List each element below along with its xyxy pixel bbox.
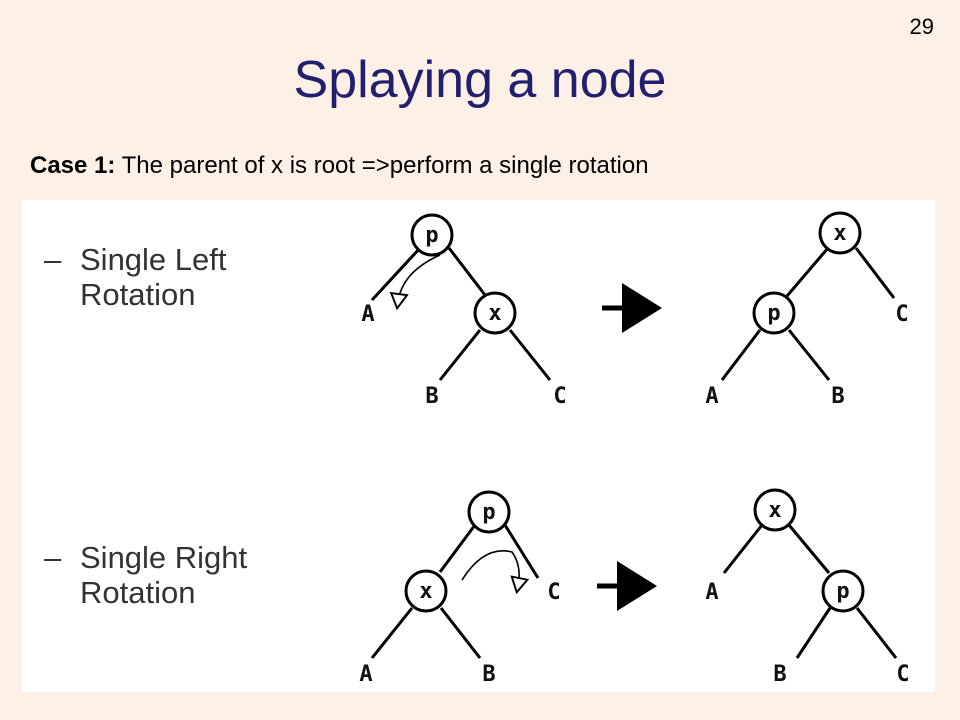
bullet-line-1: Single Right xyxy=(80,540,248,575)
tree-node xyxy=(752,291,796,335)
leaf-label: A xyxy=(705,384,718,409)
tree-node xyxy=(410,213,454,257)
tree-node xyxy=(467,490,511,534)
tree-edge xyxy=(439,607,482,659)
node-label: p xyxy=(425,223,438,248)
leaf-label: C xyxy=(896,662,909,687)
left-rotation-before-tree xyxy=(370,246,552,381)
bullet-line-2: Rotation xyxy=(80,277,196,312)
case-label: Case 1: xyxy=(30,152,116,179)
tree-edge xyxy=(855,607,898,659)
node-label: x xyxy=(833,221,846,246)
tree-edge xyxy=(370,246,422,302)
tree-edge xyxy=(720,329,762,381)
tree-edge xyxy=(795,607,832,659)
tree-node xyxy=(473,291,517,335)
tree-edge xyxy=(722,524,764,574)
node-label: x xyxy=(488,301,501,326)
tree-node xyxy=(818,211,862,255)
leaf-label: C xyxy=(553,384,566,409)
leaf-label: B xyxy=(482,662,495,687)
tree-edge xyxy=(503,524,540,579)
tree-edge xyxy=(787,329,831,381)
bullet-single-right-rotation: – Single Right Rotation xyxy=(44,540,247,610)
node-label: p xyxy=(482,500,495,525)
leaf-label: C xyxy=(547,580,560,605)
tree-node xyxy=(821,569,865,613)
node-label: x xyxy=(419,579,432,604)
node-label: x xyxy=(768,498,781,523)
tree-edge xyxy=(447,247,487,296)
leaf-label: C xyxy=(895,302,908,327)
tree-edge xyxy=(854,247,896,299)
node-label: p xyxy=(767,301,780,326)
case-description: Case 1: The parent of x is root =>perfor… xyxy=(30,152,649,180)
bullet-single-left-rotation: – Single Left Rotation xyxy=(44,242,227,312)
leaf-label: A xyxy=(361,302,374,327)
leaf-label: B xyxy=(425,384,438,409)
slide-title: Splaying a node xyxy=(293,51,667,109)
right-rotation-after-tree xyxy=(722,524,898,659)
bullet-dash: – xyxy=(44,242,62,277)
node-label: p xyxy=(836,579,849,604)
left-rotation-after-tree xyxy=(720,247,896,381)
rotation-diagrams: p x A B C x p A B C p x xyxy=(359,211,910,687)
tree-edge xyxy=(787,524,831,574)
tree-edge xyxy=(370,607,414,659)
leaf-label: B xyxy=(831,384,844,409)
case-text: The parent of x is root =>perform a sing… xyxy=(115,152,649,179)
diagram-panel: – Single Left Rotation – Single Right Ro… xyxy=(22,200,935,692)
tree-edge xyxy=(438,524,477,573)
tree-edge xyxy=(785,247,830,297)
tree-edge xyxy=(508,329,552,381)
rotation-direction-arrow xyxy=(398,254,441,302)
tree-node xyxy=(753,488,797,532)
bullet-line-1: Single Left xyxy=(80,242,227,277)
leaf-label: B xyxy=(773,662,786,687)
tree-edge xyxy=(438,329,482,381)
bullet-line-2: Rotation xyxy=(80,575,196,610)
rotation-direction-arrow xyxy=(461,550,519,586)
page-number: 29 xyxy=(909,14,934,39)
tree-node xyxy=(404,569,448,613)
leaf-label: A xyxy=(705,580,718,605)
leaf-label: A xyxy=(359,662,372,687)
right-rotation-before-tree xyxy=(370,524,540,659)
bullet-dash: – xyxy=(44,540,62,575)
